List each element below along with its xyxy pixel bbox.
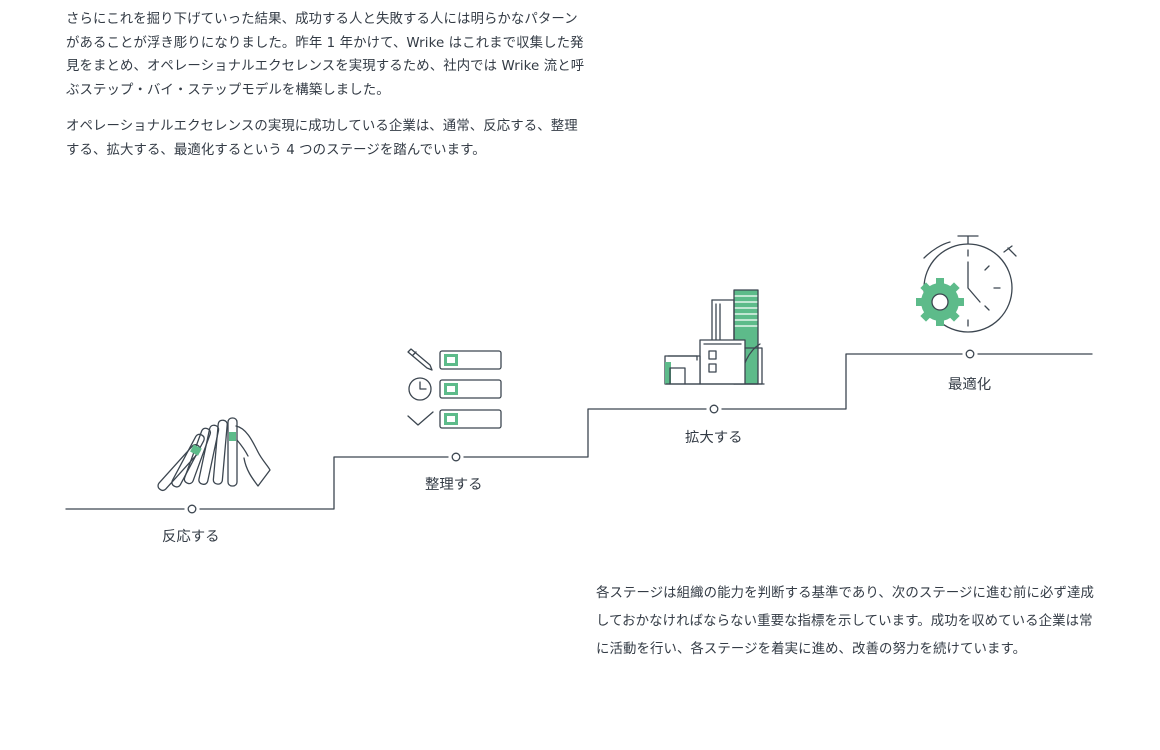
buildings-icon: [664, 289, 765, 385]
stopwatch-gear-icon: [916, 235, 1017, 333]
staircase-line: [65, 353, 1093, 510]
stage-label-react: 反応する: [162, 529, 220, 545]
stage-node-4: [965, 349, 975, 359]
stage-node-2: [451, 452, 461, 462]
stage-label-organize: 整理する: [425, 477, 483, 493]
outro-paragraph: 各ステージは組織の能力を判断する基準であり、次のステージに進む前に必ず達成してお…: [596, 586, 1094, 657]
outro-text: 各ステージは組織の能力を判断する基準であり、次のステージに進む前に必ず達成してお…: [596, 580, 1096, 664]
stage-node-1: [187, 504, 197, 514]
intro-paragraph-1: さらにこれを掘り下げていった結果、成功する人と失敗する人には明らかなパターンがあ…: [66, 12, 585, 98]
stage-label-scale: 拡大する: [685, 430, 743, 446]
stage-label-optimize: 最適化: [948, 377, 992, 393]
intro-paragraph-2: オペレーショナルエクセレンスの実現に成功している企業は、通常、反応する、整理する…: [66, 119, 578, 158]
stage-node-3: [709, 404, 719, 414]
intro-text: さらにこれを掘り下げていった結果、成功する人と失敗する人には明らかなパターンがあ…: [66, 8, 586, 175]
checklist-icon: [407, 348, 502, 429]
dominoes-icon: [157, 417, 271, 492]
